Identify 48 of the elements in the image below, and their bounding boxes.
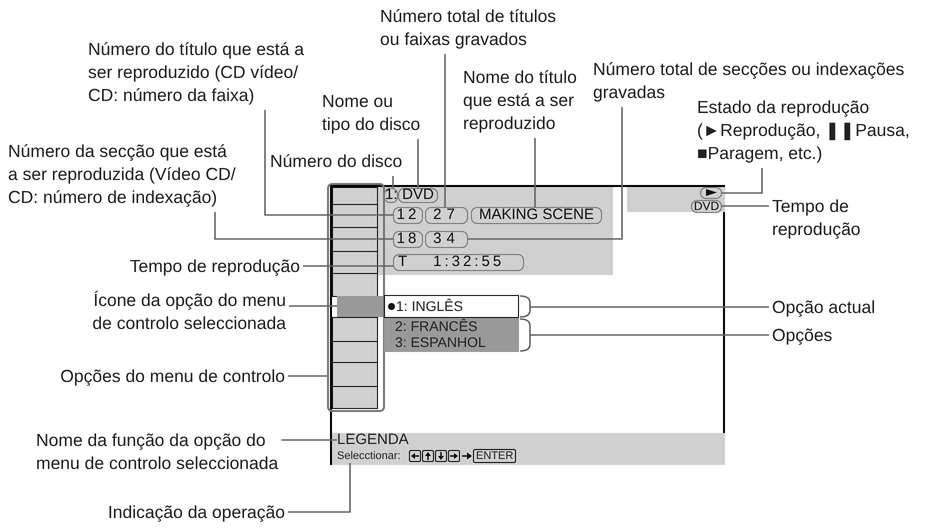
chapter-total-badge: 34	[425, 231, 468, 248]
leader-line	[722, 168, 763, 194]
callout-text: Número do disco	[270, 150, 402, 173]
title-name-badge: MAKING SCENE	[471, 207, 602, 224]
callout-text: Número total de títulos ou faixas gravados	[380, 5, 556, 51]
leader-line	[303, 265, 393, 267]
callout-text: Opções do menu de controlo	[20, 365, 285, 388]
leader-line	[519, 318, 770, 352]
leader-line	[519, 295, 770, 318]
leader-line	[264, 110, 393, 216]
callout-text: Número da secção que está a ser reproduzida (Vídeo CD/ CD: número de indexação)	[8, 140, 236, 209]
playing-time-badge: T 1:32:55	[393, 254, 524, 271]
options-list: 2: FRANCÊS 3: ESPANHOL	[384, 318, 519, 352]
callout-text: Indicação da operação	[60, 501, 285, 524]
enter-key: ENTER	[473, 449, 516, 463]
current-option-box: 1: INGLÊS	[384, 295, 519, 318]
callout-text: Opções	[772, 324, 832, 347]
leader-line	[417, 139, 419, 188]
play-icon	[700, 187, 722, 199]
leader-line	[468, 107, 623, 240]
callout-text: Tempo de reprodução	[60, 255, 300, 278]
leader-line	[444, 54, 446, 207]
leader-line	[288, 375, 327, 377]
title-number-badge: 12	[393, 207, 423, 224]
callout-text: Nome da função da opção do menu de controlo seleccionada	[36, 429, 278, 475]
leader-line	[392, 176, 394, 188]
disc-type-badge: DVD	[398, 188, 438, 203]
leader-line	[289, 305, 337, 307]
selected-menu-icon	[337, 296, 383, 317]
leader-line	[534, 138, 536, 207]
disc-number-badge: 1:	[384, 188, 398, 203]
callout-text: Nome do título que está a ser reproduzido	[463, 66, 577, 135]
disc-type-badge: DVD	[691, 200, 722, 213]
chapter-number-badge: 18	[393, 231, 423, 248]
leader-line	[214, 212, 393, 240]
title-total-badge: 27	[425, 207, 468, 224]
callout-text: Opção actual	[772, 296, 876, 319]
function-name-text: LEGENDA	[337, 431, 409, 449]
callout-text: Estado da reprodução (►Reprodução, ❚❚Pausa, ■Paragem, etc.)	[697, 96, 910, 165]
leader-line	[288, 463, 351, 513]
menu-column	[327, 183, 385, 412]
operation-text: Selecctionar:	[337, 449, 401, 463]
leader-line	[722, 205, 769, 207]
leader-line	[281, 439, 337, 441]
callout-text: Ícone da opção do menu de controlo seleccionada	[40, 289, 286, 335]
callout-text: Tempo de reprodução	[772, 195, 861, 241]
callout-text: Número do título que está a ser reproduzido (CD vídeo/ CD: número da faixa)	[88, 38, 304, 107]
callout-text: Nome ou tipo do disco	[322, 90, 420, 136]
